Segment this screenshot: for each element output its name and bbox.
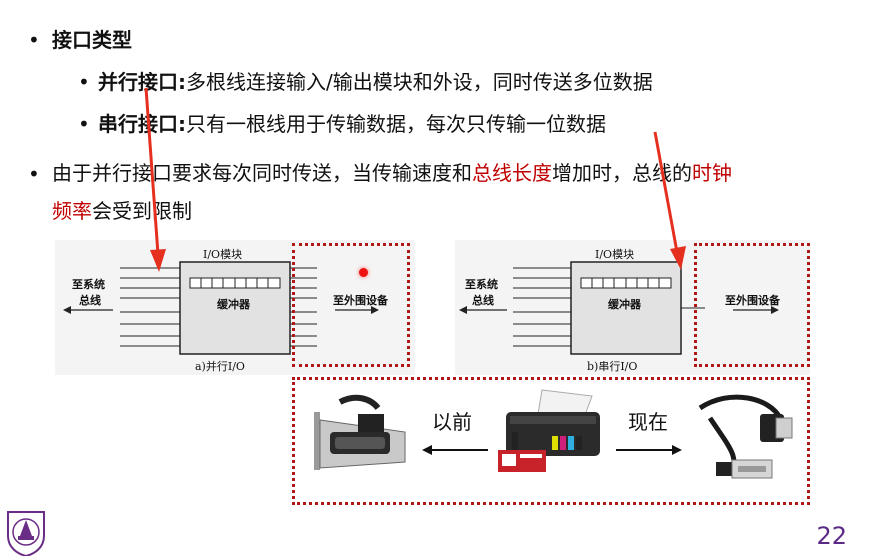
arrow-right-icon <box>614 440 684 464</box>
serial-caption: b)串行I/O <box>587 360 638 373</box>
bullet-dot: • <box>28 162 40 186</box>
to-system-label: 至系统 <box>465 278 498 291</box>
bullet-serial: 串行接口:只有一根线用于传输数据，每次只传输一位数据 <box>98 112 606 136</box>
db-connector-icon <box>314 394 406 470</box>
printer-icon <box>498 389 600 472</box>
laser-pointer <box>359 268 368 277</box>
bus-label: 总线 <box>472 294 494 307</box>
serial-desc: 只有一根线用于传输数据，每次只传输一位数据 <box>186 112 606 136</box>
heading-interface-types: 接口类型 <box>52 28 132 52</box>
usb-cable-icon <box>698 394 793 479</box>
bus-label: 总线 <box>79 294 101 307</box>
parallel-desc: 多根线连接输入/输出模块和外设，同时传送多位数据 <box>186 70 653 94</box>
clock-highlight: 时钟 <box>692 161 732 185</box>
to-system-label: 至系统 <box>72 278 105 291</box>
printer-image <box>492 388 610 478</box>
university-shield-icon <box>7 511 45 558</box>
io-module-label: I/O模块 <box>595 248 635 261</box>
university-logo <box>4 506 48 558</box>
bullet-dot: • <box>28 28 40 52</box>
frequency-highlight: 频率 <box>52 199 92 223</box>
parallel-caption: a)并行I/O <box>195 360 245 373</box>
figure-parallel-io: I/O模块 缓冲器 至系统 总线 至外围设备 a)并行I/O <box>55 240 415 375</box>
bullet-parallel: 并行接口:多根线连接输入/输出模块和外设，同时传送多位数据 <box>98 70 653 94</box>
before-label: 以前 <box>432 410 472 434</box>
usb-cable-image <box>690 388 802 493</box>
buffer-label: 缓冲器 <box>217 298 250 311</box>
bullet-dot: • <box>78 112 90 136</box>
parallel-term: 并行接口: <box>98 70 186 94</box>
arrow-left-icon <box>420 440 490 464</box>
compare-highlight-box <box>292 377 810 505</box>
serial-highlight-box <box>694 243 810 367</box>
parallel-port-image <box>300 392 415 480</box>
page-number: 22 <box>816 522 847 550</box>
parallel-highlight-box <box>292 243 410 367</box>
to-peripheral-label: 至外围设备 <box>725 294 780 307</box>
note-line-1: 由于并行接口要求每次同时传送，当传输速度和总线长度增加时，总线的时钟 <box>52 161 732 185</box>
buffer-label: 缓冲器 <box>608 298 641 311</box>
io-module-label: I/O模块 <box>203 248 243 261</box>
serial-term: 串行接口: <box>98 112 186 136</box>
parallel-io-diagram <box>63 261 379 355</box>
to-peripheral-label: 至外围设备 <box>333 294 388 307</box>
serial-io-diagram <box>459 261 779 355</box>
bus-length-highlight: 总线长度 <box>472 161 552 185</box>
bullet-dot: • <box>78 70 90 94</box>
figure-serial-io: I/O模块 缓冲器 至系统 总线 至外围设备 b)串行I/O <box>455 240 810 375</box>
now-label: 现在 <box>628 410 668 434</box>
note-line-2: 频率会受到限制 <box>52 199 192 223</box>
